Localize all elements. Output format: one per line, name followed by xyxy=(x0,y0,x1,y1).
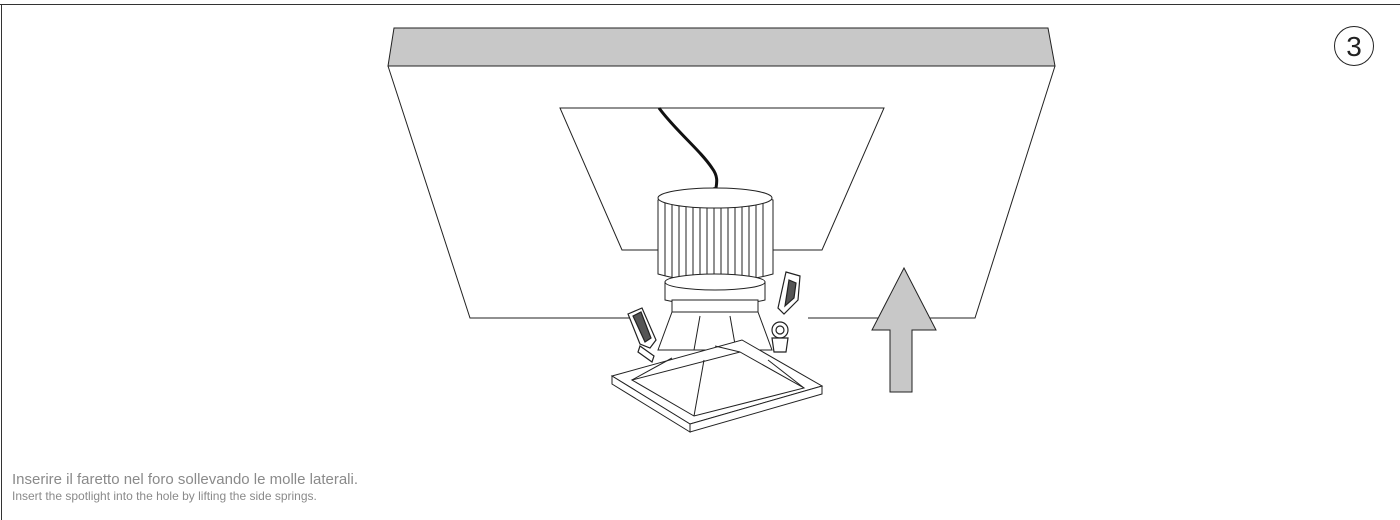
left-side-spring xyxy=(627,307,657,363)
spotlight-heatsink xyxy=(657,187,774,283)
power-cable xyxy=(657,107,719,189)
ceiling-panel-outline-left xyxy=(387,65,630,319)
ceiling-hole-outline xyxy=(559,107,885,251)
caption-english: Insert the spotlight into the hole by li… xyxy=(12,489,317,503)
spotlight-collar xyxy=(664,273,766,318)
caption-italian: Inserire il faretto nel foro sollevando … xyxy=(12,471,359,488)
frame-left-rule xyxy=(1,4,2,520)
step-number-badge: 3 xyxy=(1334,26,1374,66)
up-arrow-icon xyxy=(871,266,937,393)
right-side-spring xyxy=(771,271,801,353)
ceiling-panel-outline-right xyxy=(808,65,1056,319)
instruction-caption: Inserire il faretto nel foro sollevando … xyxy=(12,470,358,504)
ceiling-panel-edge xyxy=(387,27,1056,67)
frame-top-rule xyxy=(0,4,1400,5)
spotlight-square-trim xyxy=(610,339,824,433)
spotlight-reflector-cone xyxy=(657,311,773,351)
step-number: 3 xyxy=(1346,30,1362,62)
